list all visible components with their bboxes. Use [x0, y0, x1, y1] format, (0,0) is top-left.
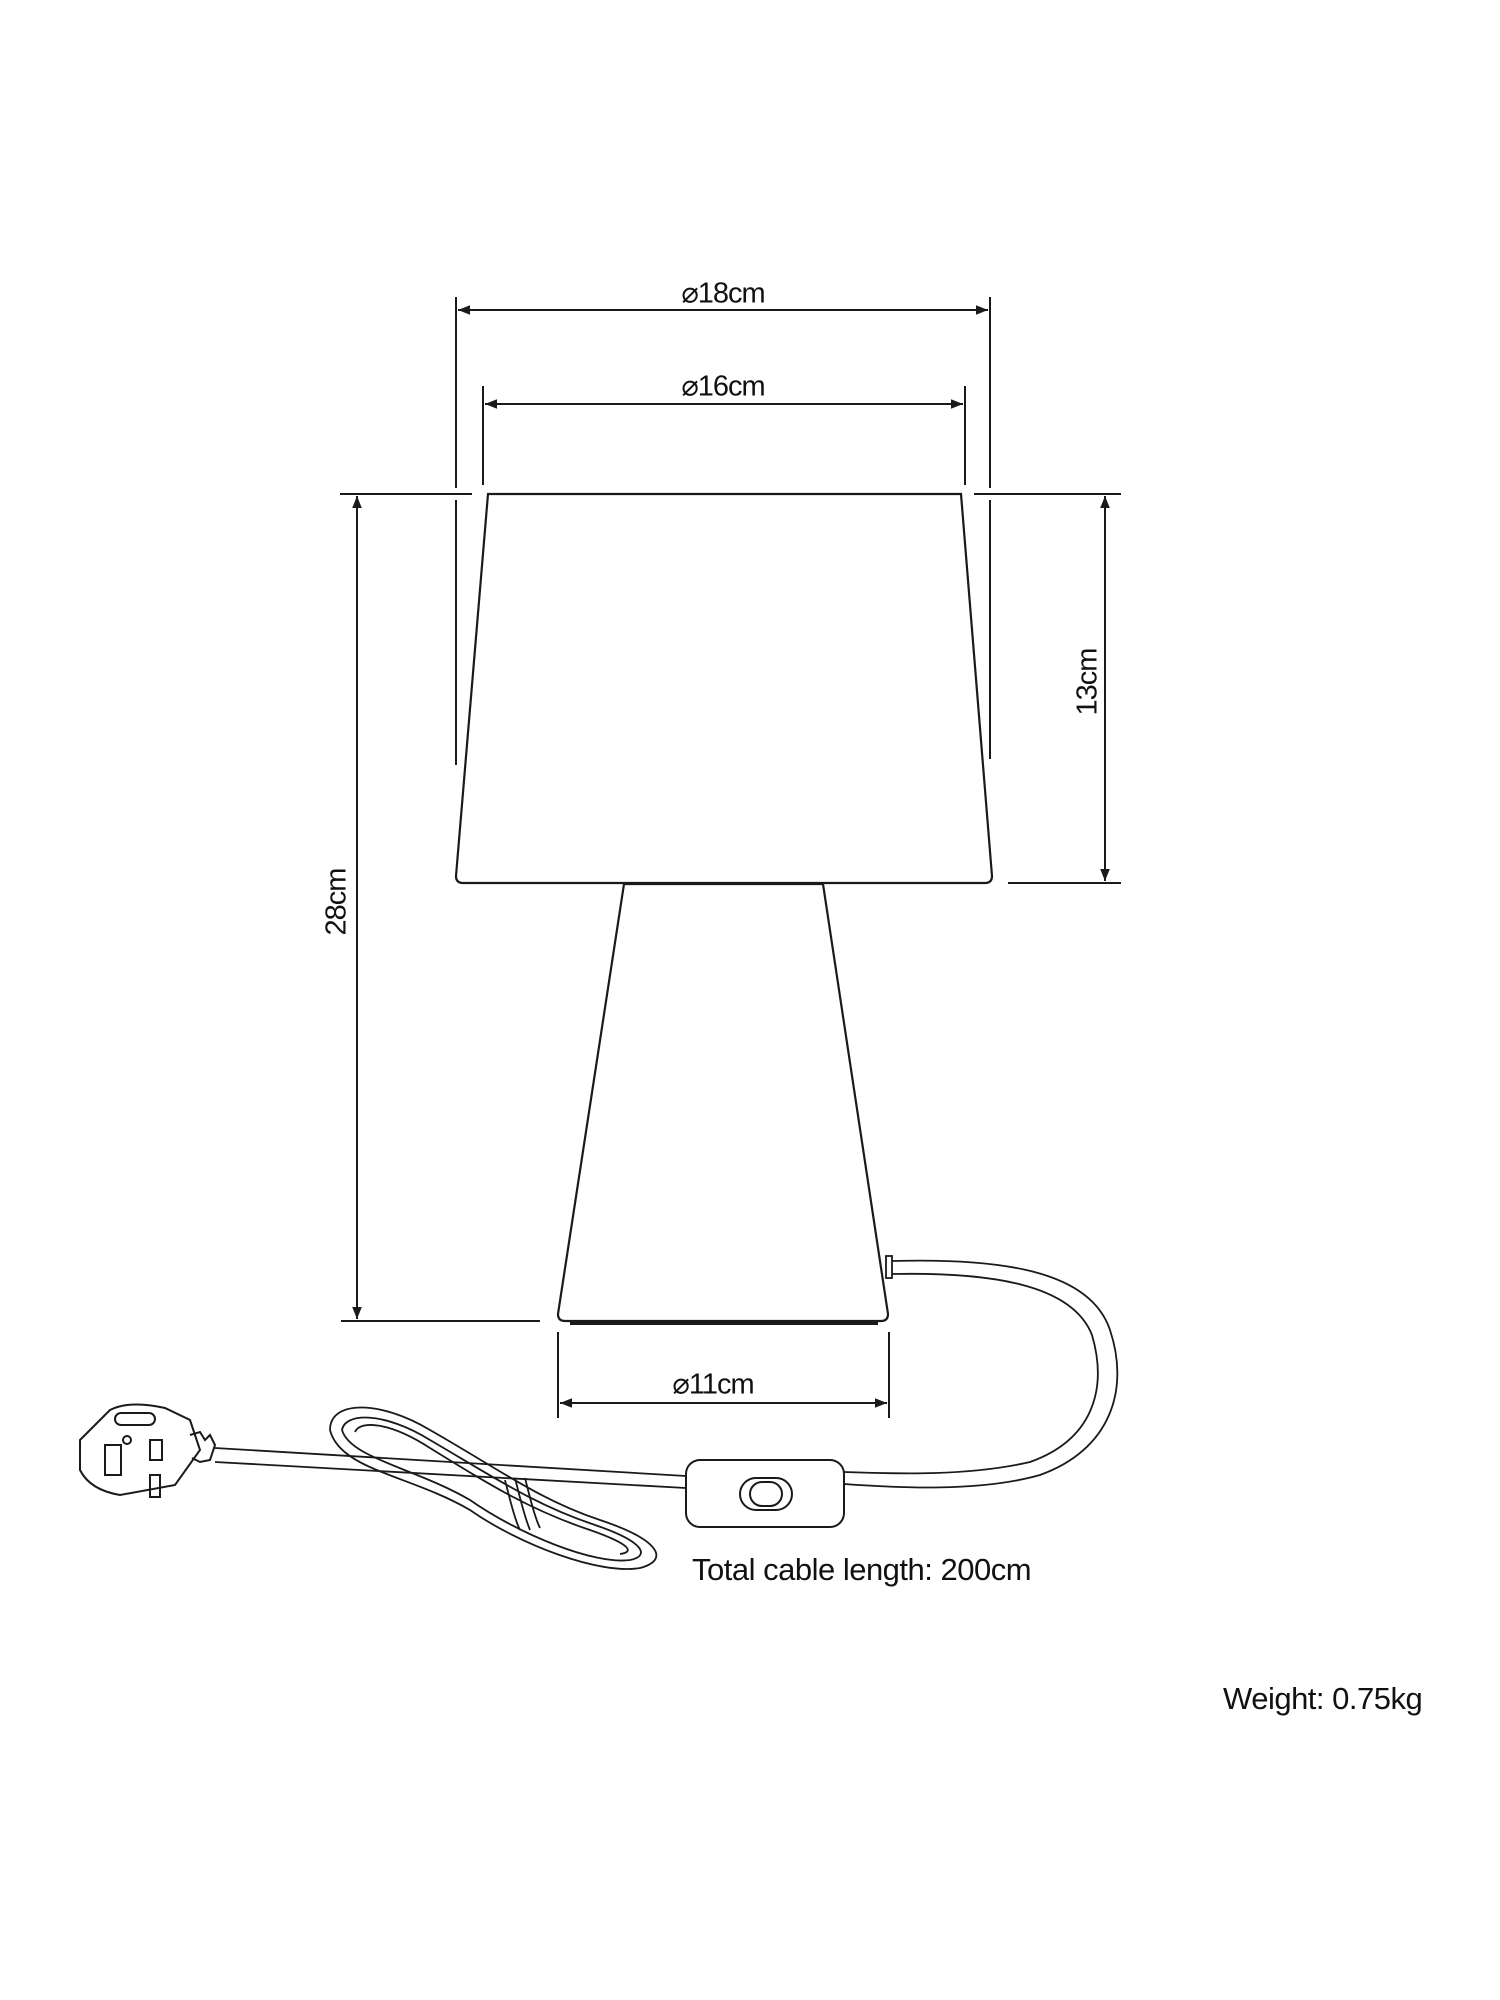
- label-13cm: 13cm: [1071, 648, 1104, 716]
- uk-plug-icon: [79, 1403, 217, 1498]
- label-28cm: 28cm: [320, 868, 353, 936]
- dimension-11cm-line: [557, 1332, 890, 1418]
- power-cable: [214, 1255, 1119, 1570]
- dimension-28cm-line: [341, 496, 540, 1322]
- cable-length-note: Total cable length: 200cm: [692, 1552, 1032, 1587]
- dimension-13cm-line: [1008, 496, 1121, 884]
- dimension-18cm-line: [455, 297, 991, 765]
- dimension-16cm-line: [482, 386, 966, 485]
- inline-switch: [685, 1459, 845, 1528]
- lamp-base: [556, 882, 890, 1323]
- label-11cm: ⌀11cm: [672, 1368, 754, 1401]
- lamp-shade: [454, 492, 994, 885]
- label-18cm: ⌀18cm: [681, 277, 765, 310]
- weight-note: Weight: 0.75kg: [1223, 1681, 1423, 1716]
- label-16cm: ⌀16cm: [681, 370, 765, 403]
